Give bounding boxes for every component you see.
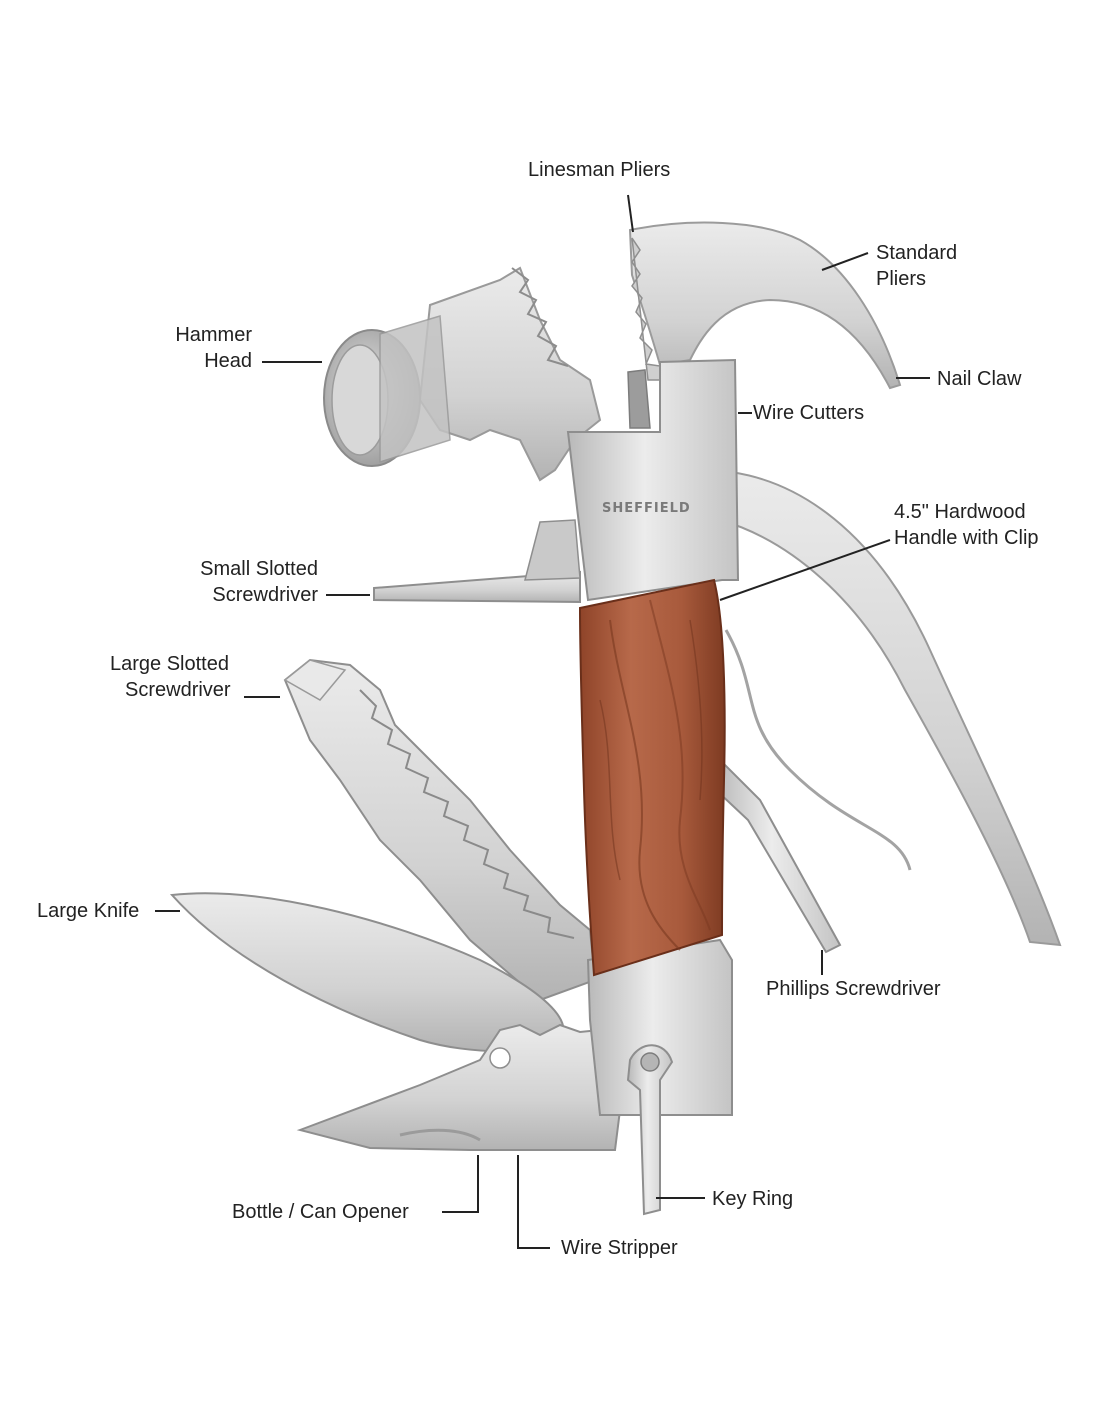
handle-clip-wire bbox=[724, 629, 912, 871]
label-wire-cutters: Wire Cutters bbox=[753, 402, 865, 424]
hammer-head bbox=[323, 266, 602, 482]
phillips-screwdriver-tool bbox=[714, 757, 842, 954]
brand-logo: SHEFFIELD bbox=[602, 501, 691, 516]
label-wire-stripper: Wire Stripper bbox=[561, 1237, 678, 1259]
label-phillips-screwdriver: Phillips Screwdriver bbox=[766, 978, 941, 1000]
small-slotted-screwdriver-tool bbox=[373, 519, 581, 604]
leader-wire-stripper bbox=[517, 1155, 550, 1249]
label-hammer-head: Hammer Head bbox=[175, 324, 252, 372]
label-large-slotted-screwdriver: Large Slotted Screwdriver bbox=[110, 653, 231, 701]
leader-bottle-opener bbox=[442, 1155, 479, 1213]
handle-body bbox=[566, 358, 740, 1116]
label-standard-pliers: Standard Pliers bbox=[876, 242, 958, 290]
label-nail-claw: Nail Claw bbox=[937, 368, 1022, 390]
wire-cutter-blade bbox=[627, 369, 651, 429]
label-hardwood-handle: 4.5" Hardwood Handle with Clip bbox=[894, 501, 1039, 549]
leader-handle bbox=[719, 539, 891, 601]
leader-linesman-pliers bbox=[627, 194, 634, 233]
label-key-ring: Key Ring bbox=[712, 1188, 794, 1210]
label-small-slotted-screwdriver: Small Slotted Screwdriver bbox=[200, 558, 318, 606]
bottle-opener-tool bbox=[296, 1023, 622, 1151]
leader-lines bbox=[155, 194, 930, 1249]
hardwood-handle bbox=[578, 578, 726, 977]
label-bottle-can-opener: Bottle / Can Opener bbox=[232, 1201, 409, 1223]
saw-blade-tool bbox=[283, 658, 597, 1002]
label-large-knife: Large Knife bbox=[37, 900, 140, 922]
key-ring-tool bbox=[626, 1044, 674, 1216]
leader-standard-pliers bbox=[821, 252, 869, 271]
label-linesman-pliers: Linesman Pliers bbox=[528, 159, 671, 181]
